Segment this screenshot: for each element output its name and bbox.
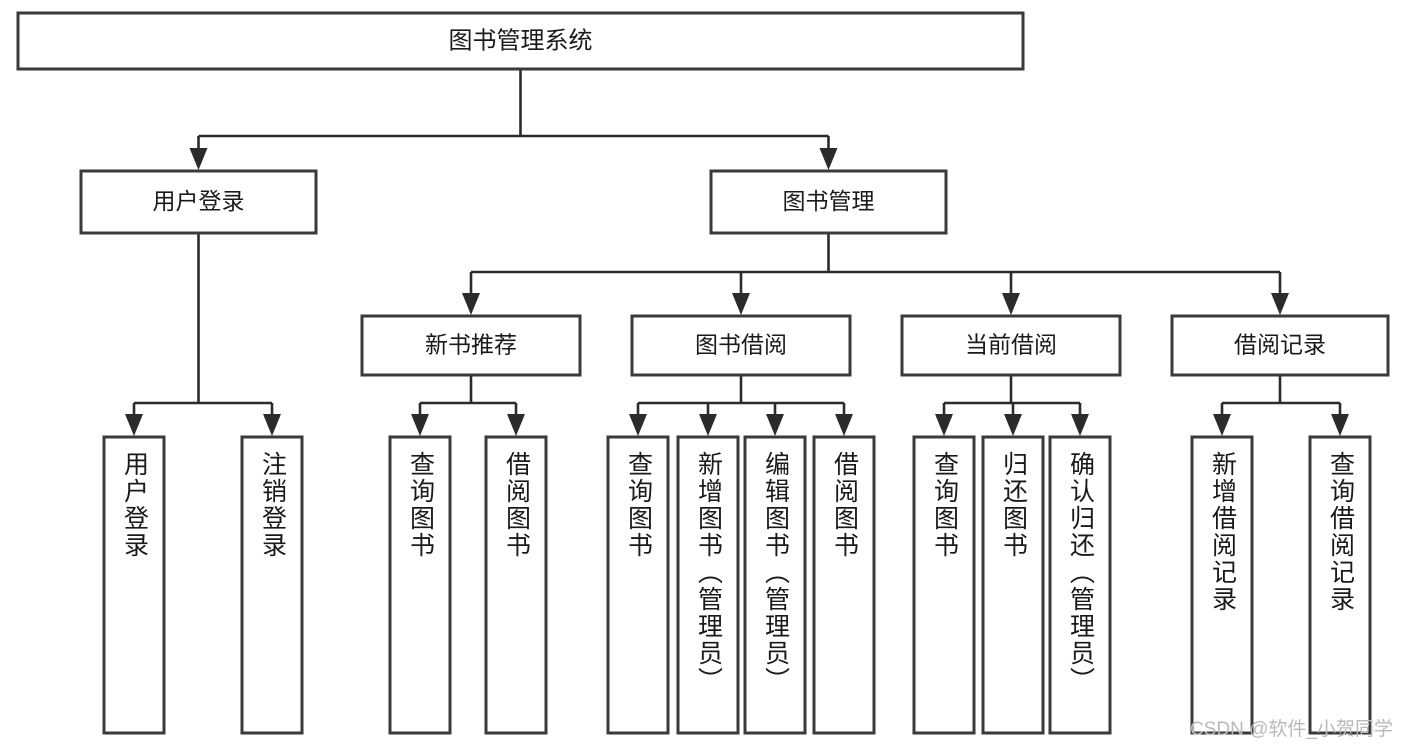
node-box-leaf-query-book-2[interactable] [606,435,670,735]
node-box-leaf-add-record[interactable] [1190,435,1254,735]
node-box-book-manage[interactable] [709,169,948,235]
arrow-head [819,148,838,170]
arrow-head [411,414,429,436]
node-box-leaf-confirm-return[interactable] [1048,435,1112,735]
node-box-leaf-return-book[interactable] [981,435,1045,735]
node-box-leaf-edit-book[interactable] [743,435,807,735]
arrow-head [462,293,480,315]
node-box-leaf-query-book-3[interactable] [912,435,976,735]
node-box-root[interactable] [16,11,1025,71]
arrow-head [766,414,784,436]
arrow-head [1071,414,1089,436]
node-box-new-book-rec[interactable] [360,314,582,377]
watermark: CSDN @软件_小贺同学 [1190,719,1393,740]
arrow-head [1213,414,1231,436]
arrow-head [189,148,208,170]
arrow-head [1331,414,1349,436]
node-box-current-borrow[interactable] [900,314,1122,377]
node-box-leaf-add-book[interactable] [676,435,740,735]
node-label-user-login: 用户登录 [153,188,245,214]
node-label-new-book-rec: 新书推荐 [425,332,517,358]
node-box-leaf-logout[interactable] [240,435,304,735]
arrow-head [732,293,750,315]
arrow-head [835,414,853,436]
connector-layer [125,69,1349,436]
node-box-leaf-borrow-book-2[interactable] [812,435,876,735]
node-box-borrow-record[interactable] [1170,314,1390,377]
arrow-head [125,414,143,436]
arrow-head [507,414,525,436]
node-box-leaf-query-record[interactable] [1308,435,1372,735]
node-label-book-borrow: 图书借阅 [695,332,787,358]
arrow-head [699,414,717,436]
node-label-current-borrow: 当前借阅 [965,332,1057,358]
node-box-user-login[interactable] [79,169,318,235]
node-label-root: 图书管理系统 [449,27,593,54]
arrow-head [629,414,647,436]
node-box-leaf-borrow-book-1[interactable] [484,435,548,735]
arrow-head [1271,293,1289,315]
arrow-head [1002,293,1020,315]
node-box-leaf-query-book-1[interactable] [388,435,452,735]
node-box-book-borrow[interactable] [630,314,852,377]
arrow-head [263,414,281,436]
node-box-layer [16,11,1390,735]
node-box-leaf-user-login[interactable] [102,435,166,735]
arrow-head [1004,414,1022,436]
arrow-head [935,414,953,436]
node-label-borrow-record: 借阅记录 [1234,332,1326,358]
node-label-book-manage: 图书管理 [783,188,875,214]
